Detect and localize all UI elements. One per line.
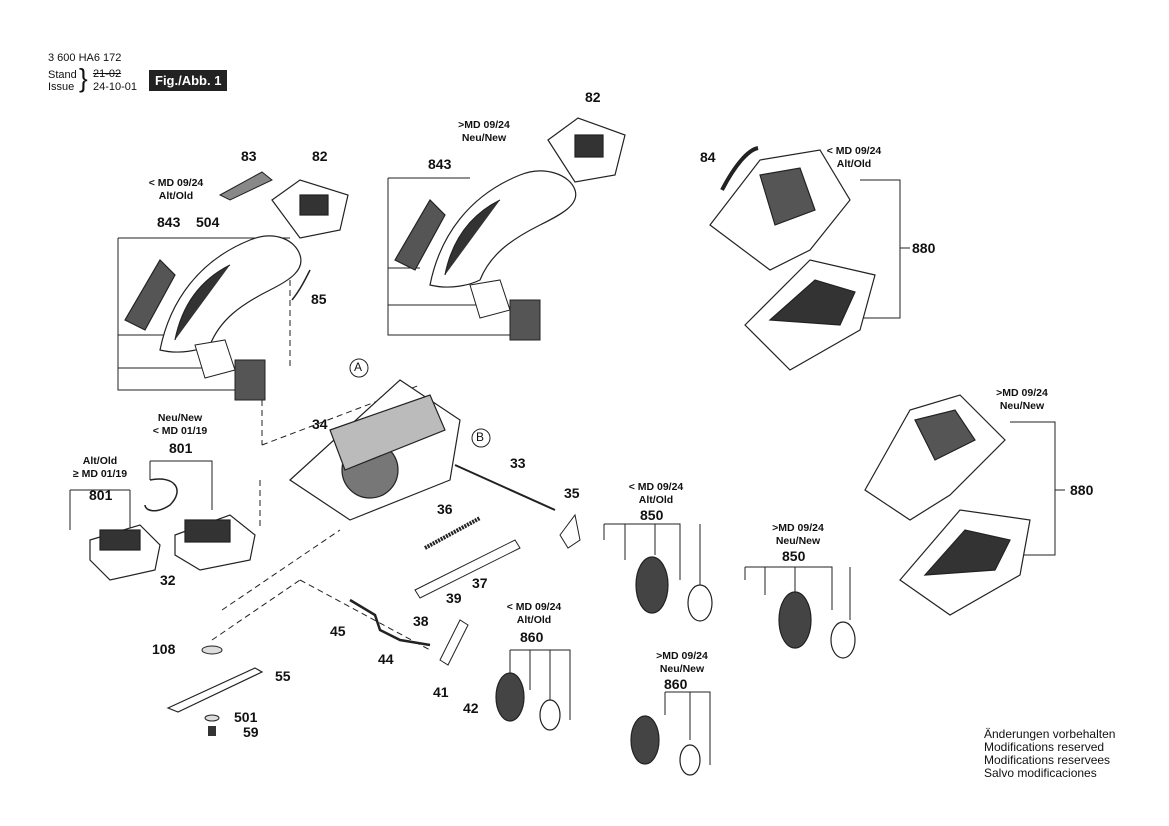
part-label-45: 45 — [330, 623, 346, 639]
rod-33 — [454, 464, 556, 511]
clip-bottom-left — [234, 359, 266, 401]
part-label-880-bottom: 880 — [1070, 482, 1094, 498]
part-label-860-old: 860 — [520, 629, 544, 645]
callout-b: B — [476, 430, 485, 444]
rod-44 — [349, 598, 431, 647]
clip-82-middle — [547, 117, 626, 183]
bracket-41 — [439, 619, 469, 666]
flap-left — [194, 339, 236, 379]
part-label-108: 108 — [152, 641, 176, 657]
callout-b-circle — [471, 428, 491, 448]
part-label-504: 504 — [196, 214, 220, 230]
spring-85 — [291, 269, 311, 301]
flap-middle — [469, 279, 511, 319]
part-label-59: 59 — [243, 724, 259, 740]
knob-83 — [218, 171, 273, 201]
notice-fr: Modifications reservees — [984, 753, 1111, 767]
part-label-860-new: 860 — [664, 676, 688, 692]
part-label-850-old: 850 — [640, 507, 664, 523]
part-label-84: 84 — [700, 149, 716, 165]
part-label-42: 42 — [463, 700, 479, 716]
bracket-843-right — [387, 178, 520, 336]
part-label-38: 38 — [413, 613, 429, 629]
wheel-860-new — [630, 715, 701, 776]
note-new-md0119: Neu/New< MD 01/19 — [152, 412, 208, 437]
part-label-32: 32 — [160, 572, 176, 588]
washer-501 — [204, 714, 220, 722]
bracket-880-bottom — [1010, 421, 1056, 556]
part-label-55: 55 — [275, 668, 291, 684]
motor-801-new — [174, 514, 256, 571]
part-label-83: 83 — [241, 148, 257, 164]
mower-deck — [289, 379, 461, 521]
notice-es: Salvo modificaciones — [984, 766, 1097, 780]
bracket-880-top — [860, 179, 901, 319]
notice-de: Änderungen vorbehalten — [984, 727, 1116, 741]
modifications-notice: Änderungen vorbehalten Modifications res… — [984, 728, 1115, 780]
stand-label: Stand — [48, 69, 77, 81]
part-label-801-new: 801 — [169, 440, 193, 456]
part-number: 3 600 HA6 172 — [48, 52, 122, 64]
part-label-41: 41 — [433, 684, 449, 700]
part-label-843-middle: 843 — [428, 156, 452, 172]
notice-en: Modifications reserved — [984, 740, 1105, 754]
screw-59 — [208, 726, 216, 736]
part-label-82-left: 82 — [312, 148, 328, 164]
wheel-860-old — [495, 672, 561, 731]
brace-icon: } — [79, 63, 88, 93]
part-label-33: 33 — [510, 455, 526, 471]
grassbox-880-top — [709, 149, 876, 371]
part-label-801-old: 801 — [89, 487, 113, 503]
part-label-44: 44 — [378, 651, 394, 667]
grassbox-880-bottom — [864, 394, 1031, 616]
cable-801 — [144, 478, 178, 512]
part-label-843-left: 843 — [157, 214, 181, 230]
handle-old-843 — [124, 235, 302, 353]
spring-36 — [424, 516, 481, 550]
bracket-35 — [559, 513, 581, 549]
clip-82-left — [271, 179, 349, 239]
note-old-md0119: Alt/Old≥ MD 01/19 — [72, 455, 128, 480]
wheel-850-new — [778, 591, 856, 659]
part-label-85: 85 — [311, 291, 327, 307]
washer-108 — [201, 645, 223, 655]
part-label-850-new: 850 — [782, 548, 806, 564]
part-label-880-top: 880 — [912, 240, 936, 256]
part-label-36: 36 — [437, 501, 453, 517]
callout-a-circle — [349, 358, 369, 378]
bracket-843-left — [117, 238, 262, 391]
lever-37 — [414, 539, 521, 599]
part-label-34: 34 — [312, 416, 328, 432]
stand-value: 21-02 — [93, 68, 122, 80]
part-label-37: 37 — [472, 575, 488, 591]
motor-801-old — [89, 524, 161, 581]
wheel-850-old — [635, 556, 713, 622]
issue-value: 24-10-01 — [93, 81, 138, 93]
issue-label: Issue — [48, 81, 75, 93]
blade-55 — [166, 667, 264, 713]
part-label-501: 501 — [234, 709, 258, 725]
handle-new-843 — [394, 170, 577, 288]
handle-84 — [720, 146, 759, 191]
figure-badge: Fig./Abb. 1 — [149, 70, 228, 91]
part-label-39: 39 — [446, 590, 462, 606]
callout-a: A — [354, 360, 363, 374]
part-label-82-middle: 82 — [585, 89, 601, 105]
clip-bottom-middle — [509, 299, 541, 341]
part-label-35: 35 — [564, 485, 580, 501]
